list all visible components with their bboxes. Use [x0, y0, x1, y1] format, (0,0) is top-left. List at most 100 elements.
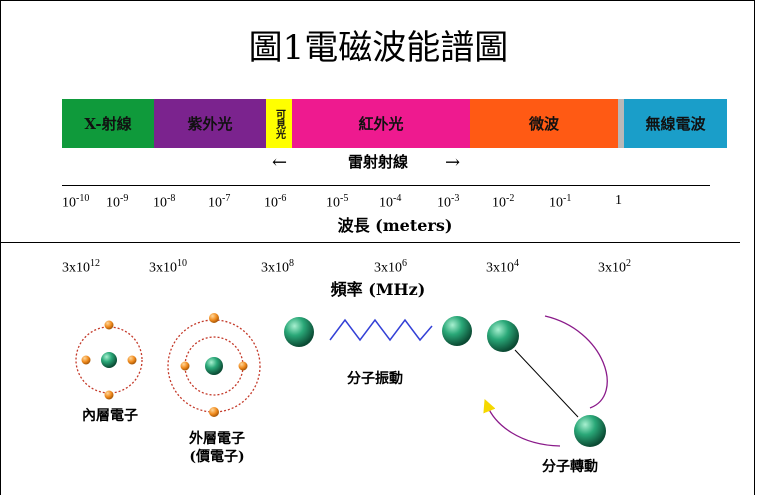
- vibration-atom-right: [442, 316, 472, 346]
- band-uv: 紫外光: [154, 99, 266, 148]
- wavelength-tick: 10-6: [264, 193, 286, 212]
- frequency-tick-base: 3x10: [598, 260, 626, 276]
- wavelength-tick-base: 10: [208, 195, 222, 211]
- inner-orbit: [75, 326, 143, 394]
- laser-label: 雷射射線: [347, 153, 408, 171]
- wavelength-label: 波長 (meters): [337, 216, 453, 235]
- wavelength-tick-base: 1: [615, 193, 622, 208]
- band-ir: 紅外光: [292, 99, 470, 148]
- caption-vibration: 分子振動: [347, 371, 403, 387]
- caption-rotation: 分子轉動: [542, 459, 598, 475]
- band-ir-label: 紅外光: [358, 115, 404, 133]
- wavelength-tick-base: 10: [492, 195, 506, 211]
- band-radio-label: 無線電波: [645, 115, 706, 133]
- caption-outer-line1: 外層電子: [189, 431, 245, 447]
- frequency-tick: 3x102: [598, 258, 631, 277]
- wavelength-tick: 10-5: [326, 193, 348, 212]
- wavelength-tick-base: 10: [106, 195, 120, 211]
- inner-electron-bottom: [104, 390, 114, 400]
- arrow-left-icon: ←: [272, 152, 288, 173]
- band-microwave-label: 微波: [528, 115, 559, 133]
- caption-outer-line2: (價電子): [189, 449, 245, 465]
- wavelength-tick-base: 10: [153, 195, 167, 211]
- frequency-tick-base: 3x10: [62, 260, 90, 276]
- caption-outer-electrons: 外層電子 (價電子): [172, 430, 262, 466]
- frequency-tick: 3x1010: [149, 258, 187, 277]
- wavelength-tick-exponent: -4: [393, 193, 402, 204]
- page-title: 圖1電磁波能譜圖: [248, 28, 509, 68]
- band-visible: 可見光: [266, 99, 292, 148]
- outer-electron-bottom: [209, 407, 219, 417]
- rotation-atom-top: [487, 320, 519, 352]
- band-radio: 無線電波: [624, 99, 727, 148]
- frequency-tick: 3x106: [374, 258, 407, 277]
- outer-electron-top: [209, 313, 219, 323]
- axis-divider-line: [0, 242, 740, 243]
- wavelength-tick: 10-8: [153, 193, 175, 212]
- wavelength-tick-exponent: -5: [340, 193, 349, 204]
- vibration-spring: [329, 318, 433, 342]
- wavelength-tick-base: 10: [379, 195, 393, 211]
- frequency-tick: 3x108: [261, 258, 294, 277]
- frequency-tick-exponent: 8: [289, 258, 294, 269]
- wavelength-tick-base: 10: [437, 195, 451, 211]
- frequency-tick-exponent: 6: [402, 258, 407, 269]
- molecular-vibration: [284, 316, 472, 347]
- wavelength-tick: 10-10: [62, 193, 89, 212]
- wavelength-tick: 10-3: [437, 193, 459, 212]
- frequency-tick-exponent: 4: [514, 258, 519, 269]
- wavelength-tick: 10-4: [379, 193, 401, 212]
- frequency-label: 頻率 (MHz): [330, 280, 426, 299]
- rotation-arc-right: [544, 315, 608, 409]
- rotation-arc-left: [483, 398, 561, 447]
- frequency-tick-base: 3x10: [261, 260, 289, 276]
- frequency-tick: 3x1012: [62, 258, 100, 277]
- band-xray-label: X-射線: [84, 115, 132, 133]
- frequency-tick-exponent: 12: [90, 258, 100, 269]
- wavelength-tick-base: 10: [549, 195, 563, 211]
- wavelength-tick-exponent: -10: [76, 193, 90, 204]
- wavelength-tick-exponent: -7: [222, 193, 231, 204]
- wavelength-tick: 10-1: [549, 193, 571, 212]
- wavelength-tick-exponent: -3: [451, 193, 460, 204]
- wavelength-tick-base: 10: [62, 195, 76, 211]
- wavelength-tick-exponent: -9: [120, 193, 129, 204]
- inner-nucleus: [101, 352, 117, 368]
- band-xray: X-射線: [62, 99, 154, 148]
- outer-electron-atom: [167, 313, 261, 417]
- frequency-tick-base: 3x10: [374, 260, 402, 276]
- arrow-right-icon: →: [445, 152, 461, 173]
- inner-electron-atom: [75, 320, 143, 400]
- inner-electron-left: [81, 355, 91, 365]
- wavelength-tick-base: 10: [264, 195, 278, 211]
- wavelength-tick-base: 10: [326, 195, 340, 211]
- wavelength-tick-exponent: -1: [563, 193, 572, 204]
- wavelength-tick-exponent: -8: [167, 193, 176, 204]
- frequency-tick-exponent: 10: [177, 258, 187, 269]
- caption-inner-electrons: 內層電子: [82, 408, 138, 424]
- middle-electron-right: [238, 361, 248, 371]
- band-gap: [618, 99, 624, 148]
- vibration-atom-left: [284, 317, 314, 347]
- molecular-rotation: [483, 315, 608, 447]
- frequency-tick: 3x104: [486, 258, 519, 277]
- middle-electron-left: [180, 361, 190, 371]
- wavelength-tick-exponent: -2: [506, 193, 515, 204]
- wavelength-tick: 10-9: [106, 193, 128, 212]
- inner-electron-right: [127, 355, 137, 365]
- wavelength-tick: 10-2: [492, 193, 514, 212]
- band-uv-label: 紫外光: [187, 115, 233, 133]
- wavelength-tick: 10-7: [208, 193, 230, 212]
- band-visible-label: 可見光: [273, 108, 285, 139]
- wavelength-tick: 1: [615, 193, 622, 209]
- frequency-tick-base: 3x10: [149, 260, 177, 276]
- frequency-tick-base: 3x10: [486, 260, 514, 276]
- outer-nucleus: [205, 357, 223, 375]
- inner-electron-top: [104, 320, 114, 330]
- rotation-atom-bottom: [574, 415, 606, 447]
- rotation-bond: [514, 349, 579, 418]
- band-microwave: 微波: [470, 99, 618, 148]
